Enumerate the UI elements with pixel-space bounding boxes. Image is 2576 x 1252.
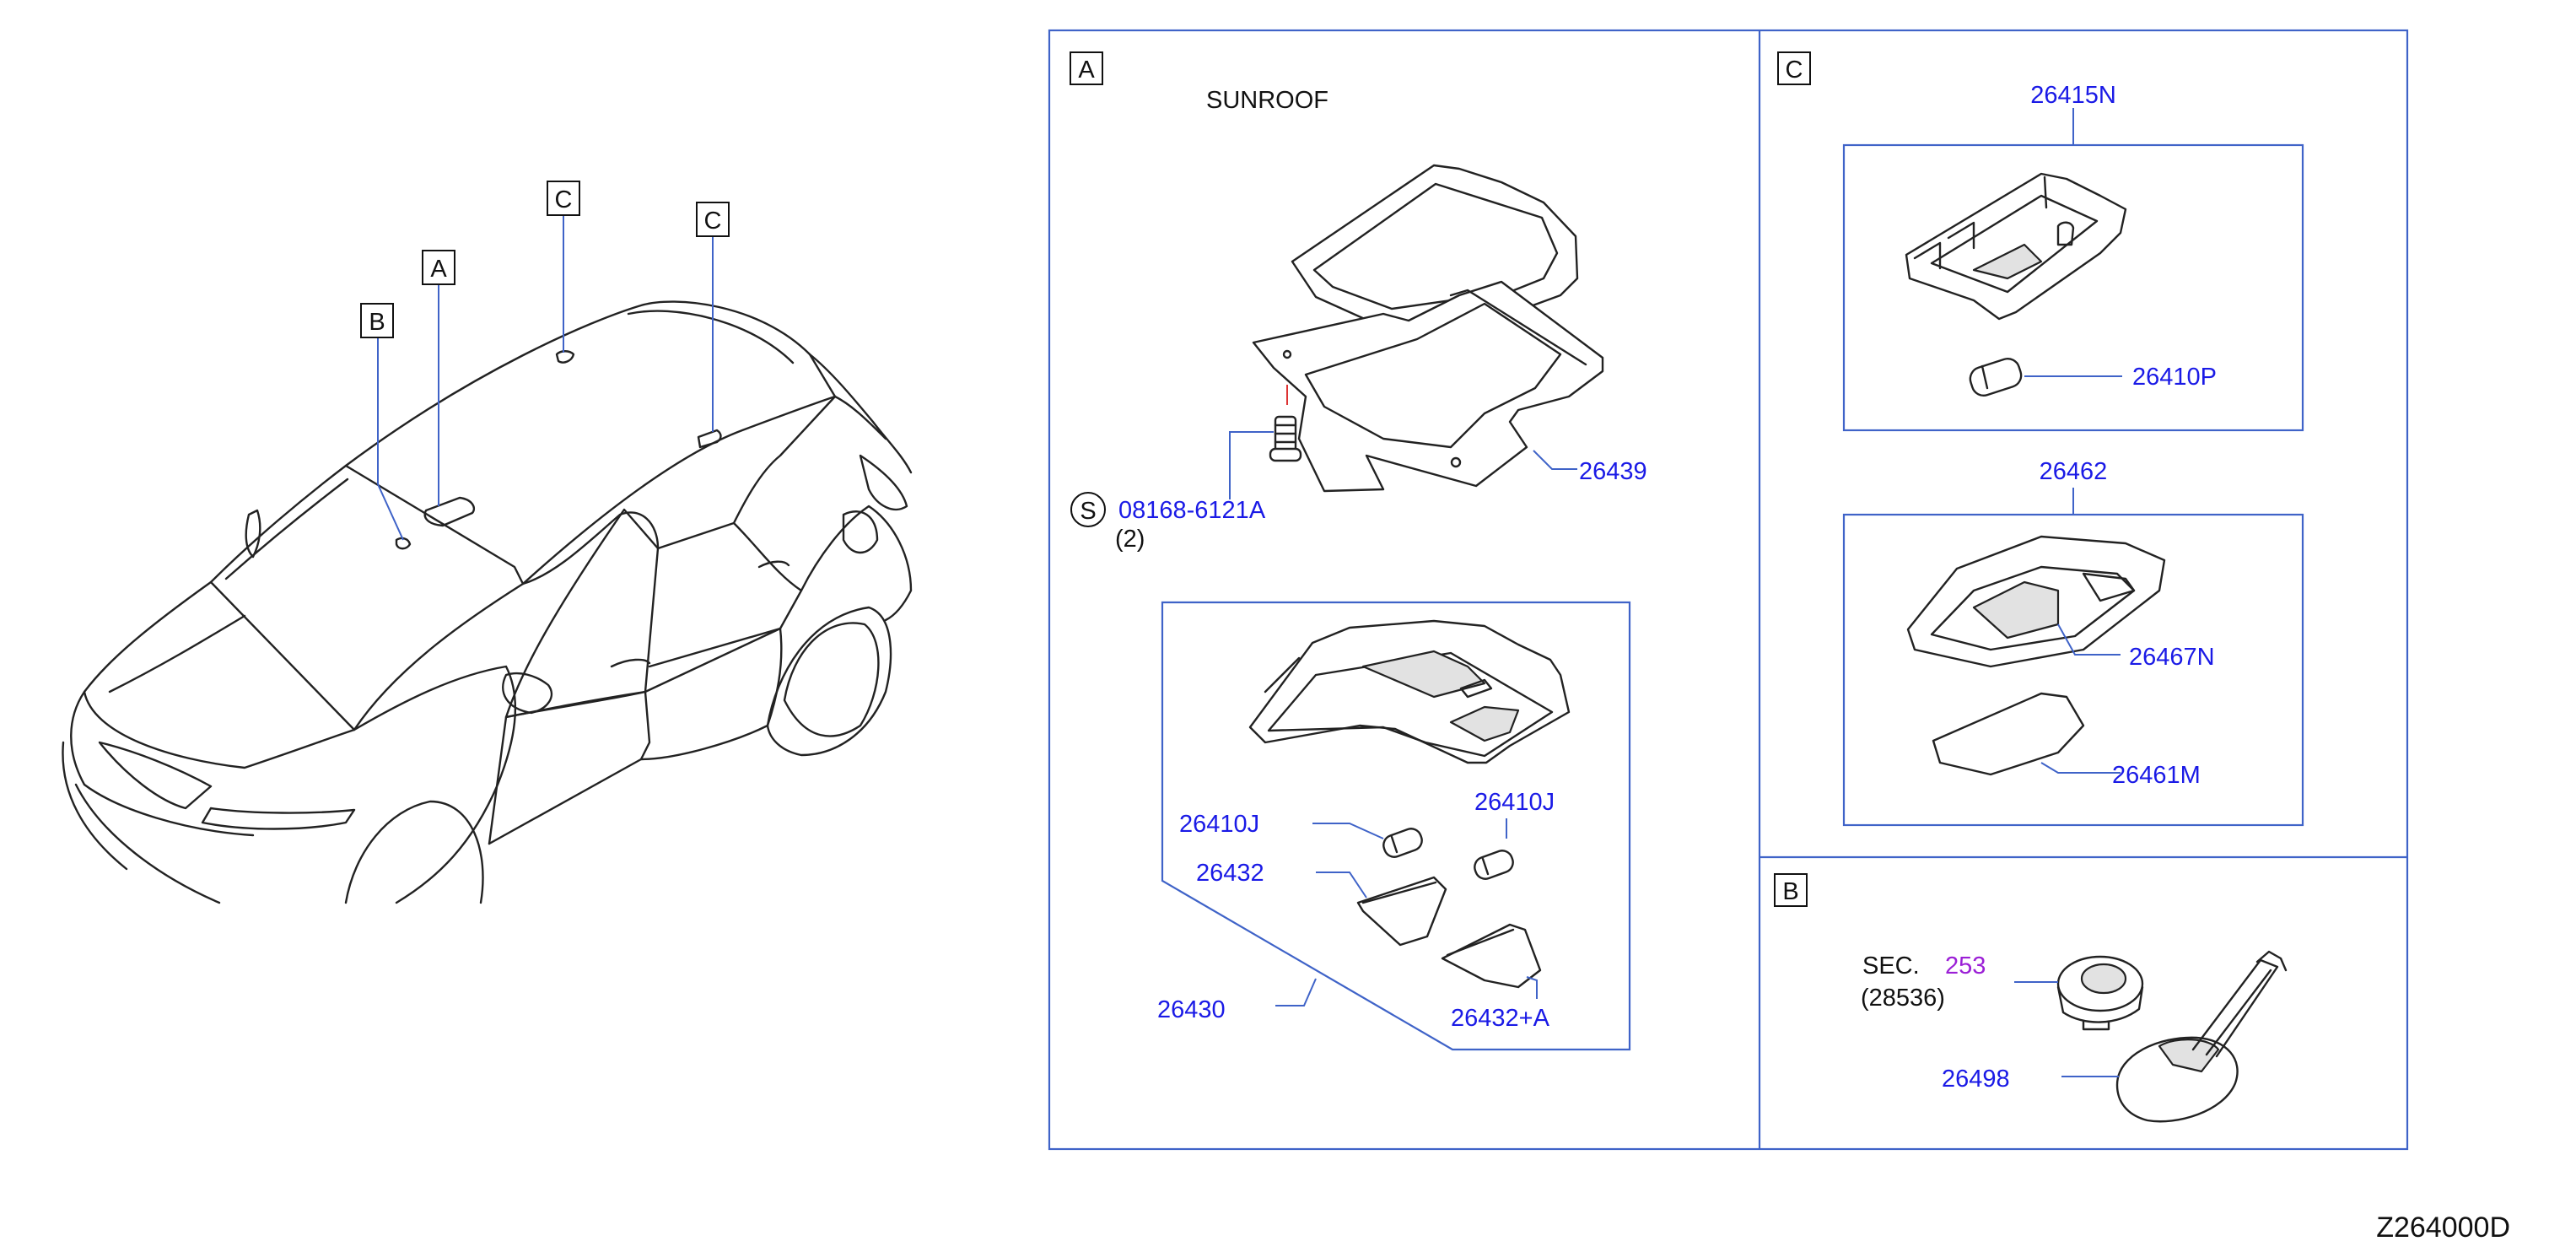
part-26430[interactable]: 26430 xyxy=(1157,996,1226,1023)
panel-c: C 26415N 26410P 26462 26467 xyxy=(1777,51,2304,827)
leader-screw xyxy=(1229,431,1274,499)
leader-26439 xyxy=(1533,450,1577,470)
panel-c-tag: C xyxy=(1777,51,1811,85)
leader-26430 xyxy=(1275,978,1317,1006)
callout-c-rear: C xyxy=(696,202,730,237)
screw-symbol: S xyxy=(1070,492,1106,527)
panel-a: A SUNROOF S 08168-6121A (2) xyxy=(1070,51,1647,1051)
sec-ref: (28536) xyxy=(1861,985,1945,1012)
panel-b: B SEC. 253 (28536) 26498 xyxy=(1774,873,2288,1123)
part-26461m[interactable]: 26461M xyxy=(2112,762,2201,789)
bulb-26410j-right xyxy=(1474,850,1514,880)
part-26498[interactable]: 26498 xyxy=(1942,1066,2010,1093)
screw-08168-6121a xyxy=(1269,385,1302,462)
leader-b-diag xyxy=(377,483,404,541)
callout-a: A xyxy=(422,250,455,285)
leader-26432 xyxy=(1316,872,1367,899)
part-26439[interactable]: 26439 xyxy=(1579,458,1647,485)
leader-26461m xyxy=(2040,762,2121,774)
callout-b: B xyxy=(360,303,394,338)
leader-26467n xyxy=(2057,623,2121,656)
svg-text:B: B xyxy=(1782,878,1798,905)
sensor-unit xyxy=(2056,955,2144,1031)
vehicle-outline xyxy=(62,300,913,904)
sec-253-link[interactable]: 253 xyxy=(1945,952,1986,979)
part-08168-6121a[interactable]: 08168-6121A xyxy=(1118,497,1266,524)
svg-text:C: C xyxy=(1786,57,1803,84)
part-26415n[interactable]: 26415N xyxy=(2030,82,2116,109)
courtesy-lamp-lens xyxy=(1932,692,2085,776)
lamp-assembly-frame xyxy=(1161,601,1631,1051)
panel-frames xyxy=(1048,29,2409,1151)
callout-c-front: C xyxy=(547,181,580,216)
leader-26410j-left xyxy=(1312,823,1384,839)
lens-26432-left xyxy=(1356,876,1447,947)
part-26432[interactable]: 26432 xyxy=(1196,860,1264,887)
svg-text:S: S xyxy=(1080,498,1096,525)
part-26467n[interactable]: 26467N xyxy=(2129,644,2215,671)
part-26410j-right[interactable]: 26410J xyxy=(1474,789,1555,816)
courtesy-lamp-housing xyxy=(1906,535,2166,668)
part-26432-a[interactable]: 26432+A xyxy=(1451,1005,1550,1032)
part-26410p[interactable]: 26410P xyxy=(2132,364,2217,391)
sensor-harness-26498 xyxy=(2115,950,2288,1123)
svg-text:C: C xyxy=(555,186,573,213)
svg-text:A: A xyxy=(1078,57,1095,84)
bulb-26410j-left xyxy=(1382,828,1423,858)
part-26410j-left[interactable]: 26410J xyxy=(1179,811,1259,838)
panel-a-tag: A xyxy=(1070,51,1103,85)
drawing-id: Z264000D xyxy=(2376,1212,2510,1244)
map-lamp-housing xyxy=(1248,619,1571,764)
sunroof-caption: SUNROOF xyxy=(1206,87,1328,114)
panel-b-tag: B xyxy=(1774,873,1808,907)
lens-26432-a-right xyxy=(1441,923,1542,989)
part-26462[interactable]: 26462 xyxy=(2040,458,2108,485)
svg-text:C: C xyxy=(704,208,722,235)
cargo-lamp-housing xyxy=(1905,172,2127,321)
sunroof-bracket xyxy=(1252,164,1604,493)
sec-prefix: SEC. xyxy=(1862,952,1920,979)
vehicle-overview: B A C C xyxy=(62,181,913,904)
svg-text:B: B xyxy=(369,309,385,336)
bulb-26410p xyxy=(1969,358,2023,397)
svg-text:A: A xyxy=(430,256,447,283)
screw-qty: (2) xyxy=(1115,526,1145,553)
leader-26432-a xyxy=(1526,976,1538,999)
